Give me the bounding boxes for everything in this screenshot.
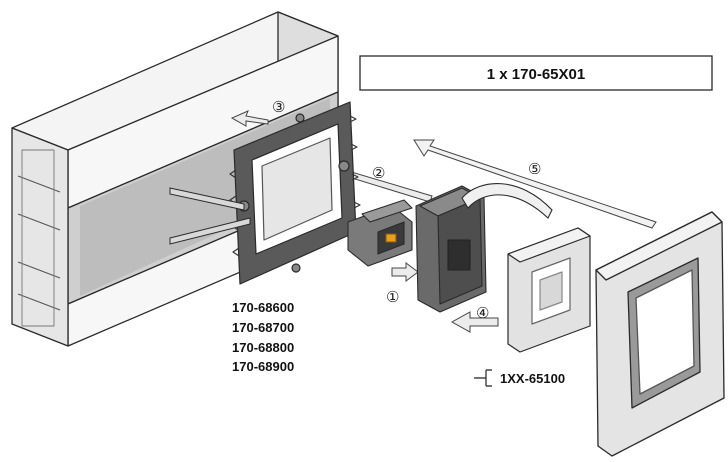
rj45-jack (347, 199, 413, 267)
finishing-frame (595, 211, 725, 457)
bracket-symbol (474, 369, 492, 387)
part-number-4: 170-68900 (232, 359, 294, 374)
arrow-5 (413, 139, 657, 229)
mounting-frame (229, 101, 361, 285)
cover-part-number: 1XX-65100 (474, 369, 565, 387)
arrow-3 (230, 110, 269, 127)
frame-part-numbers: 170-68600 170-68700 170-68800 170-68900 (232, 300, 294, 374)
cover-part-number-text: 1XX-65100 (500, 371, 565, 386)
cable-strap (461, 183, 553, 219)
step-2-label: ② (372, 165, 385, 182)
adapter-bracket (415, 185, 487, 313)
step-5-label: ⑤ (528, 161, 541, 178)
part-number-1: 170-68600 (232, 300, 294, 315)
arrow-4 (450, 311, 499, 333)
arrow-1 (391, 262, 419, 282)
step-labels: ① ② ③ ④ ⑤ (272, 99, 541, 322)
part-number-3: 170-68800 (232, 340, 294, 355)
kit-label-box: 1 x 170-65X01 (359, 55, 713, 91)
kit-label-text: 1 x 170-65X01 (487, 66, 585, 83)
rj45-cover-plate (507, 227, 591, 353)
step-3-label: ③ (272, 99, 285, 116)
part-number-2: 170-68700 (232, 320, 294, 335)
step-1-label: ① (386, 289, 399, 306)
fixing-screws (169, 187, 251, 245)
step-4-label: ④ (476, 305, 489, 322)
